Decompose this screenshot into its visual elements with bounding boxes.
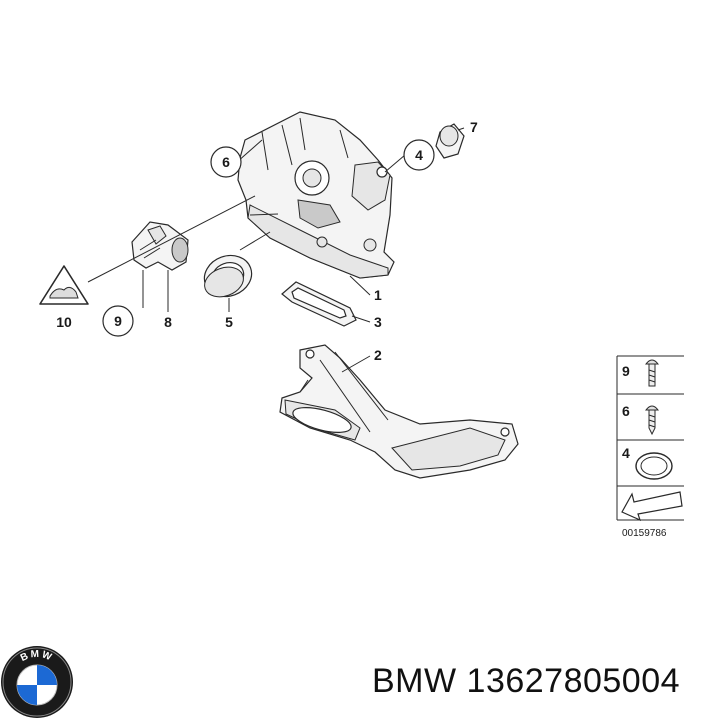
screw-icon: [644, 405, 660, 436]
legend-6-label: 6: [622, 403, 630, 419]
reference-code: 00159786: [622, 528, 667, 539]
callout-4-label: 4: [415, 147, 423, 163]
leader-lines: [87, 127, 465, 373]
logo-text: BMW: [19, 649, 53, 664]
callout-7-label: 7: [470, 119, 478, 135]
svg-text:BMW: BMW: [19, 649, 55, 664]
suction-pipe-part: [279, 344, 519, 479]
callout-6-label: 6: [222, 154, 230, 170]
spacer-sleeve-part: [435, 123, 465, 159]
gasket-part: [281, 281, 357, 327]
o-ring-icon: [635, 452, 673, 480]
callout-4: 4: [403, 139, 435, 171]
bolt-icon: [644, 359, 660, 387]
callout-9: 9: [102, 305, 134, 337]
part-caption: BMW 13627805004: [372, 662, 681, 700]
callout-1-label: 1: [374, 287, 382, 303]
callout-8-label: 8: [164, 314, 172, 330]
legend-9-label: 9: [622, 363, 630, 379]
callout-6: 6: [210, 146, 242, 178]
warning-triangle-icon: [39, 265, 89, 305]
callout-2-label: 2: [374, 347, 382, 363]
legend-4-label: 4: [622, 445, 630, 461]
callout-10-label: 10: [56, 314, 72, 330]
shaft-seal-ring-part: [203, 254, 253, 298]
arrow-icon: [621, 491, 683, 522]
oil-pump-part: [237, 111, 395, 279]
hardware-legend: 9 6 4 00159786: [616, 355, 684, 539]
callout-5-label: 5: [225, 314, 233, 330]
callout-9-label: 9: [114, 313, 122, 329]
callout-3-label: 3: [374, 314, 382, 330]
bmw-logo: BMW: [1, 646, 73, 718]
sensor-part: [131, 221, 189, 271]
